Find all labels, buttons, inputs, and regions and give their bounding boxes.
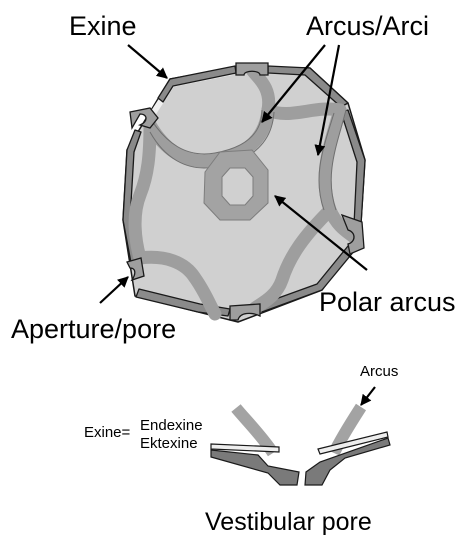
vestibular-pore-diagram [211, 407, 390, 485]
pore-left [127, 258, 144, 280]
aperture-arrow [100, 277, 128, 303]
label-exine-eq: Exine= [84, 425, 130, 440]
label-polar-arcus: Polar arcus [319, 289, 456, 316]
label-arcus-arci: Arcus/Arci [306, 13, 429, 40]
arcus-small-arrow [361, 387, 375, 405]
ektexine-layer-left [211, 450, 299, 485]
label-vestibular-pore: Vestibular pore [205, 510, 372, 535]
label-aperture-pore: Aperture/pore [11, 316, 176, 343]
label-endexine: Endexine [140, 418, 203, 433]
polar-arcus-ring [204, 150, 268, 220]
exine-arrow [128, 45, 167, 78]
label-arcus: Arcus [360, 364, 398, 379]
label-exine: Exine [69, 13, 137, 40]
label-ektexine: Ektexine [140, 436, 198, 451]
